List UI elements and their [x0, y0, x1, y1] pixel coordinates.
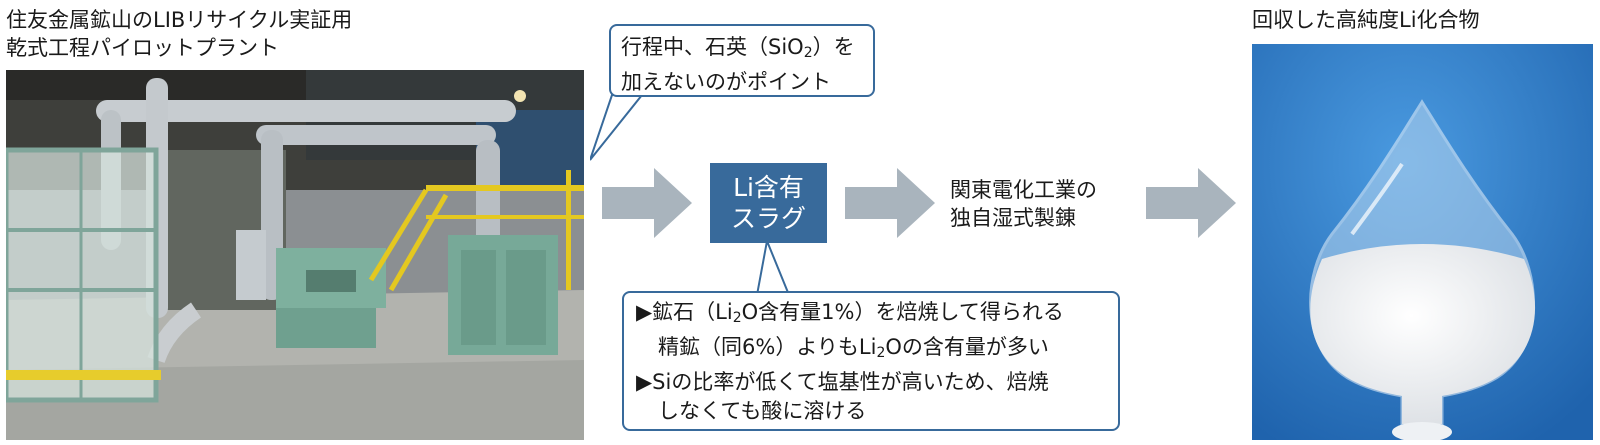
wet-refining-process: 関東電化工業の 独自湿式製錬 — [950, 176, 1097, 232]
callout-top-line2: 加えないのがポイント — [621, 70, 831, 94]
callout-bullet1-line2: 精鉱（同6%）よりもLi2Oの含有量が多い — [658, 335, 1049, 361]
flow-arrow-1 — [602, 168, 692, 238]
right-arrow-icon — [602, 168, 692, 238]
plant-caption-line2: 乾式工程パイロットプラント — [6, 36, 279, 60]
flow-arrow-3 — [1146, 168, 1236, 238]
li-slag-box: Li含有 スラグ — [710, 163, 827, 243]
slag-box-line1: Li含有 — [733, 173, 804, 202]
callout-top: 行程中、石英（SiO2）を 加えないのがポイント — [609, 24, 875, 97]
li-compound-photo — [1252, 44, 1593, 440]
right-arrow-icon — [845, 168, 935, 238]
process-line1: 関東電化工業の — [950, 178, 1097, 202]
plant-caption-line1: 住友金属鉱山のLIBリサイクル実証用 — [6, 8, 353, 32]
callout-bullet2-line1: ▶Siの比率が低くて塩基性が高いため、焙焼 — [636, 370, 1049, 394]
plant-caption: 住友金属鉱山のLIBリサイクル実証用 乾式工程パイロットプラント — [6, 6, 352, 62]
right-arrow-icon — [1146, 168, 1236, 238]
callout-bullet1-line1: ▶鉱石（Li2O含有量1%）を焙焼して得られる — [636, 300, 1064, 326]
callout-bottom: ▶鉱石（Li2O含有量1%）を焙焼して得られる 精鉱（同6%）よりもLi2Oの含… — [622, 291, 1120, 431]
slag-box-line2: スラグ — [730, 204, 806, 233]
compound-caption: 回収した高純度Li化合物 — [1252, 8, 1480, 32]
flow-arrow-2 — [845, 168, 935, 238]
callout-bottom-tail — [745, 241, 805, 297]
process-line2: 独自湿式製錬 — [950, 206, 1076, 230]
callout-bullet2-line2: しなくても酸に溶ける — [658, 399, 867, 423]
pilot-plant-photo — [6, 70, 584, 440]
callout-top-line1: 行程中、石英（SiO2）を — [621, 35, 855, 61]
